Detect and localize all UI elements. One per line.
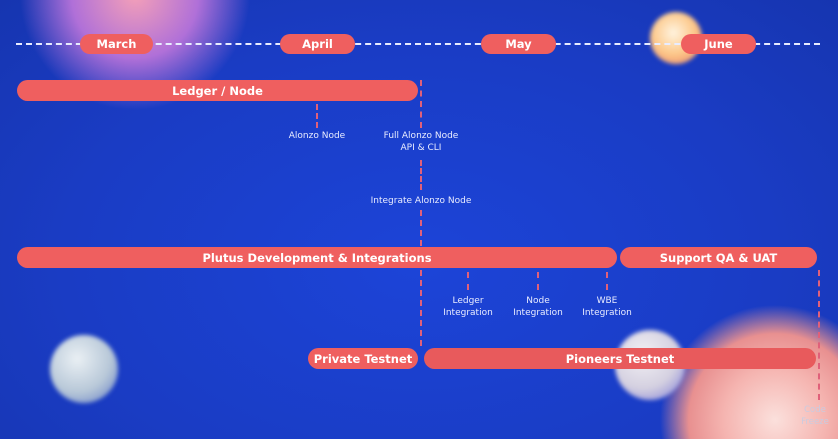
timeline-axis (16, 43, 820, 45)
label-line: Freeze (801, 417, 829, 427)
milestone-line (537, 272, 539, 290)
label-line: Integration (582, 308, 632, 318)
bar-private-testnet: Private Testnet (308, 348, 418, 369)
code-freeze-line (818, 270, 820, 400)
milestone-integrate: Integrate Alonzo Node (370, 196, 472, 206)
label-line: Ledger (452, 296, 484, 306)
label-line: Integration (513, 308, 563, 318)
label-line: Integration (443, 308, 493, 318)
milestone-wbe-integration: WBE Integration (582, 295, 632, 319)
decorative-orb (50, 335, 118, 403)
label-line: Node (526, 296, 550, 306)
milestone-line (467, 272, 469, 290)
milestone-line (420, 210, 422, 246)
label-line: Code (804, 405, 826, 415)
milestone-line (420, 270, 422, 346)
milestone-line (606, 272, 608, 290)
month-may: May (481, 34, 556, 54)
label-line: API & CLI (400, 143, 442, 153)
month-march: March (80, 34, 153, 54)
label-line: WBE (596, 296, 618, 306)
milestone-line (316, 104, 318, 128)
milestone-line (420, 80, 422, 128)
milestone-alonzo-node: Alonzo Node (288, 131, 346, 141)
bar-support-qa: Support QA & UAT (620, 247, 817, 268)
milestone-line (420, 160, 422, 190)
bar-plutus: Plutus Development & Integrations (17, 247, 617, 268)
label-line: Full Alonzo Node (383, 131, 459, 141)
bar-pioneers-testnet: Pioneers Testnet (424, 348, 816, 369)
month-april: April (280, 34, 355, 54)
month-june: June (681, 34, 756, 54)
bar-ledger-node: Ledger / Node (17, 80, 418, 101)
